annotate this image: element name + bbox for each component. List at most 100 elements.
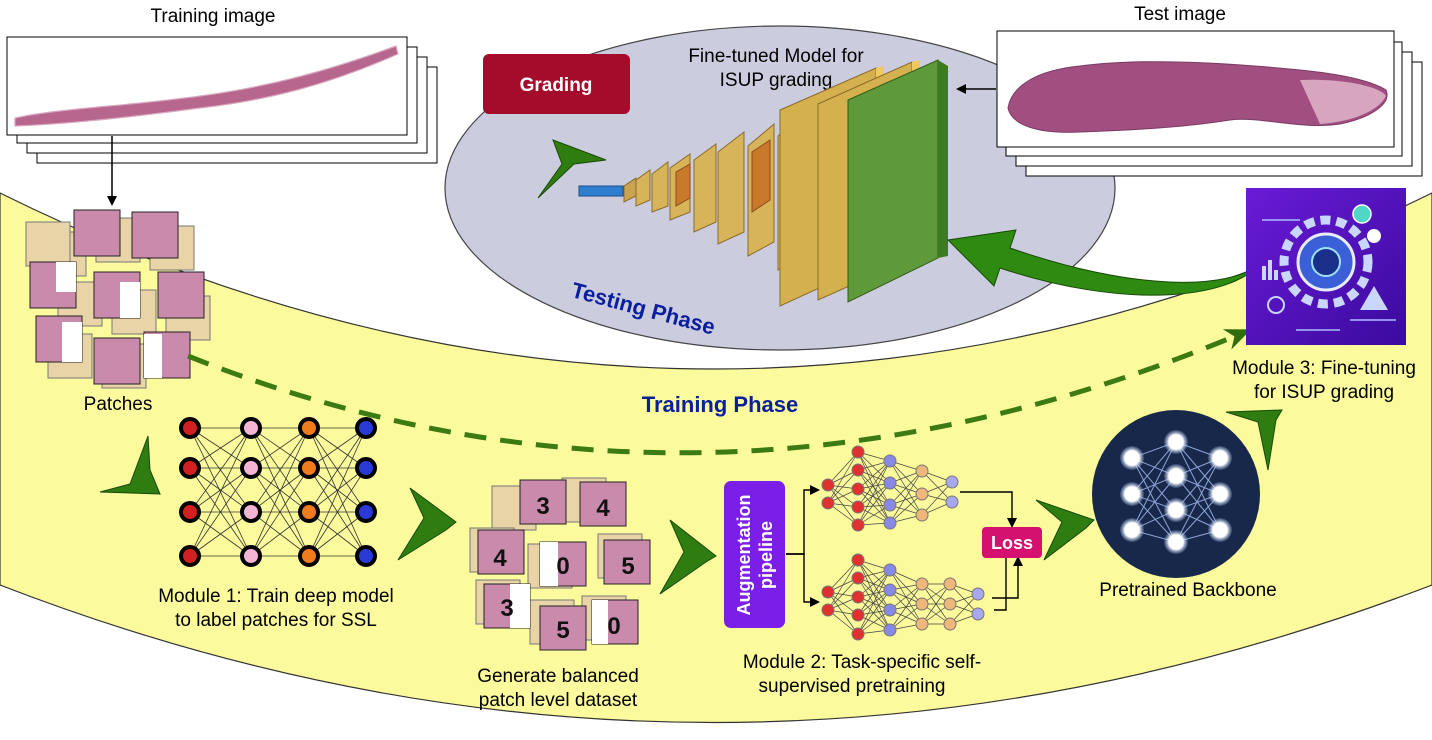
training-phase-label: Training Phase: [642, 392, 799, 417]
patch-label-digit: 0: [607, 613, 620, 640]
augmentation-branch-lines: [786, 485, 1023, 611]
patches-to-module3-dashed-arrow: [187, 329, 1252, 456]
network-edge: [889, 470, 923, 524]
network-node: [355, 417, 377, 439]
network-node: [179, 457, 201, 479]
network-node: [971, 587, 985, 601]
augmentation-pipeline-box: [724, 481, 785, 628]
network-edge: [308, 427, 367, 513]
network-node: [240, 417, 262, 439]
network-node: [915, 487, 929, 501]
module2-label-line2: supervised pretraining: [759, 676, 946, 697]
module3-icon-panel: [1246, 188, 1406, 345]
network-node: [298, 501, 320, 523]
network-node: [821, 585, 835, 599]
network-node: [883, 454, 897, 468]
network-node: [1212, 450, 1228, 466]
network-edge: [857, 577, 891, 631]
network-node: [240, 501, 262, 523]
network-node: [851, 500, 865, 514]
network-node: [240, 457, 262, 479]
network-edge: [827, 451, 859, 504]
network-node: [851, 518, 865, 532]
patch-label-digit: 4: [493, 545, 507, 572]
network-node: [179, 501, 201, 523]
network-node: [1124, 486, 1140, 502]
patch-label-digit: 5: [556, 617, 569, 644]
network-node: [851, 482, 865, 496]
network-node: [915, 464, 929, 478]
network-edge: [308, 511, 367, 557]
cnn-model-illustration: [578, 59, 948, 307]
pretrained-backbone-label: Pretrained Backbone: [1099, 580, 1276, 601]
augmentation-label-line2: pipeline: [756, 521, 776, 589]
network-edge: [889, 493, 923, 524]
network-node: [1168, 502, 1184, 518]
network-edge: [189, 427, 252, 469]
backbone-network: [1120, 430, 1232, 554]
augmentation-label-line1: Augmentation: [734, 495, 754, 616]
loss-box: [982, 527, 1042, 558]
network-node: [915, 508, 929, 522]
network-node: [945, 495, 959, 509]
network-node: [1124, 450, 1140, 466]
chevron-to-module1: [99, 435, 161, 495]
network-node: [971, 607, 985, 621]
network-edge: [857, 559, 891, 631]
network-edge: [308, 467, 367, 557]
fine-tuned-model-label-line2: ISUP grading: [720, 70, 833, 91]
network-node: [915, 617, 929, 631]
network-node: [1212, 522, 1228, 538]
network-node: [1124, 522, 1140, 538]
network-edge: [308, 427, 367, 557]
module3-to-model-arrow: [946, 229, 1263, 296]
network-node: [883, 563, 897, 577]
training-image-stack: [6, 36, 438, 164]
network-edge: [189, 427, 252, 557]
network-node: [240, 545, 262, 567]
network-edge: [250, 427, 310, 557]
network-node: [821, 496, 835, 510]
network-node: [883, 516, 897, 530]
network-node: [883, 583, 897, 597]
network-node: [851, 445, 865, 459]
network-edge: [889, 603, 923, 631]
network-edge: [827, 469, 859, 504]
network-node: [851, 590, 865, 604]
network-edge: [857, 559, 891, 611]
network-node: [1168, 468, 1184, 484]
network-edge: [857, 577, 891, 611]
network-edge: [857, 460, 891, 526]
patch-label-digit: 3: [500, 595, 513, 622]
module2-network-bottom: [821, 553, 985, 641]
network-node: [821, 603, 835, 617]
training-image-label: Training image: [151, 6, 276, 27]
network-edge: [921, 583, 951, 625]
network-edge: [250, 511, 310, 557]
network-edge: [189, 427, 252, 513]
network-edge: [857, 589, 891, 635]
module1-label-line2: to label patches for SSL: [175, 610, 377, 631]
network-edge: [857, 460, 891, 508]
network-edge: [189, 467, 252, 557]
network-node: [1168, 534, 1184, 550]
network-edge: [308, 467, 367, 513]
test-tissue-slide: [1007, 61, 1388, 133]
network-edge: [921, 470, 953, 503]
module3-label-line2: for ISUP grading: [1254, 382, 1394, 403]
network-edge: [857, 469, 891, 506]
network-edge: [889, 460, 923, 495]
network-edge: [308, 427, 367, 469]
network-edge: [857, 569, 891, 616]
test-image-label: Test image: [1134, 4, 1226, 25]
grading-label: Grading: [520, 75, 593, 96]
network-edge: [889, 583, 923, 631]
network-edge: [189, 511, 252, 557]
network-node: [851, 553, 865, 567]
network-node: [883, 476, 897, 490]
network-edge: [857, 482, 891, 508]
network-edge: [889, 470, 923, 506]
network-node: [821, 478, 835, 492]
network-node: [1212, 486, 1228, 502]
